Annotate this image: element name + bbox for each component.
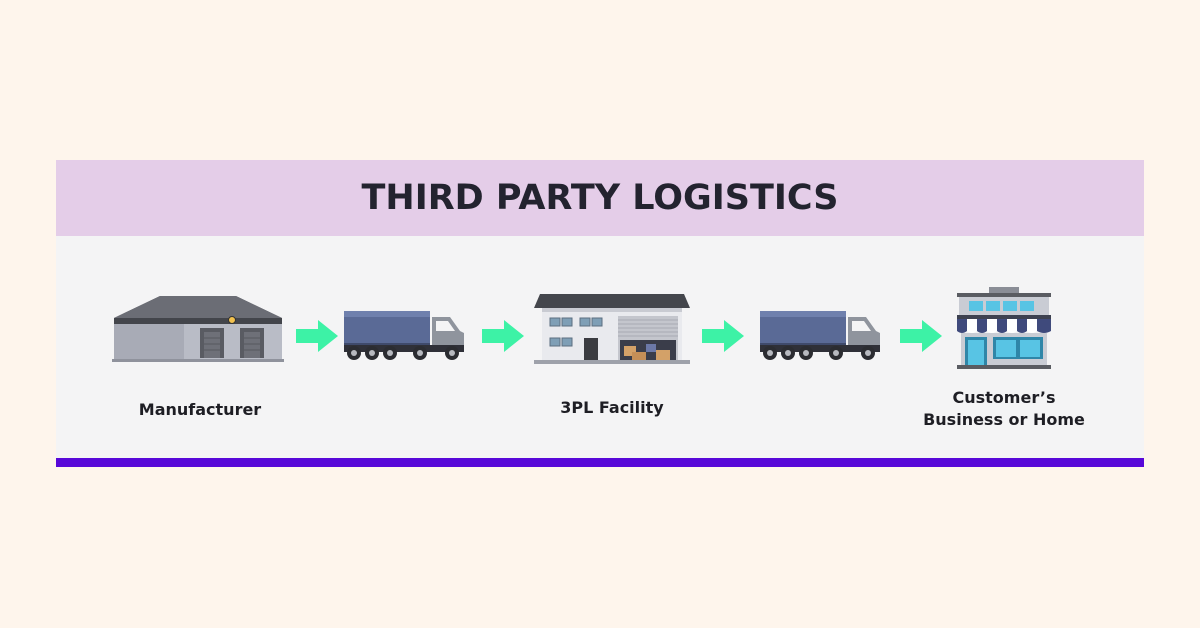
customer-label-line1: Customer’s	[952, 388, 1056, 407]
arrow-right-icon	[296, 320, 338, 352]
arrow-right-icon	[900, 320, 942, 352]
delivery-truck-icon	[344, 311, 464, 360]
title-banner: THIRD PARTY LOGISTICS	[56, 160, 1144, 236]
customer-label: Customer’s Business or Home	[904, 387, 1104, 431]
storefront-icon	[957, 287, 1051, 369]
3pl-facility-icon	[534, 294, 690, 364]
diagram-title: THIRD PARTY LOGISTICS	[361, 178, 839, 218]
manufacturer-label: Manufacturer	[138, 400, 262, 419]
3pl-facility-label: 3PL Facility	[560, 398, 664, 417]
warehouse-icon	[112, 296, 284, 362]
accent-bar	[56, 458, 1144, 467]
arrow-right-icon	[482, 320, 524, 352]
customer-label-line2: Business or Home	[923, 410, 1085, 429]
arrow-right-icon	[702, 320, 744, 352]
delivery-truck-icon	[760, 311, 880, 360]
